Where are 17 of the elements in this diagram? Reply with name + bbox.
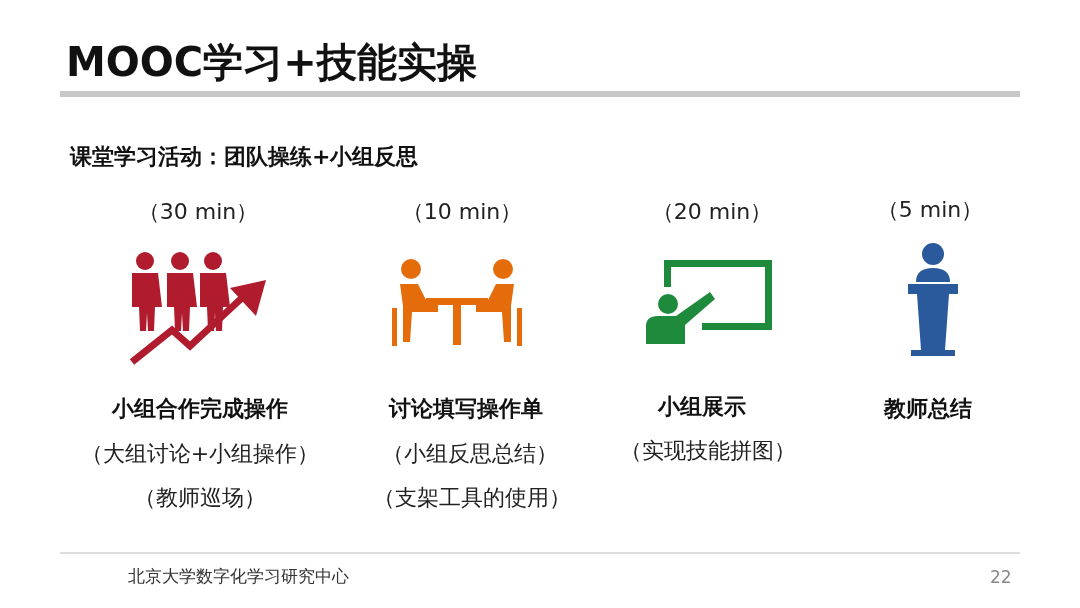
page-number: 22 <box>990 567 1012 588</box>
activity-heading: 讨论填写操作单 <box>389 396 543 423</box>
activity-note: （小组反思总结） <box>382 441 558 468</box>
activity-note: （大组讨论+小组操作） <box>80 441 320 468</box>
activity-note: （教师巡场） <box>134 485 266 512</box>
duration-label: （20 min） <box>651 199 773 226</box>
duration-label: （30 min） <box>137 199 259 226</box>
activity-note: （支架工具的使用） <box>373 485 571 512</box>
activity-heading: 教师总结 <box>884 396 972 423</box>
activity-heading: 小组展示 <box>658 394 746 421</box>
slide-title: MOOC学习+技能实操 <box>66 38 477 86</box>
activity-heading: 小组合作完成操作 <box>112 396 288 423</box>
duration-label: （5 min） <box>876 197 984 224</box>
activity-note: （实现技能拼图） <box>620 438 796 465</box>
subtitle: 课堂学习活动：团队操练+小组反思 <box>70 144 419 171</box>
duration-label: （10 min） <box>401 199 523 226</box>
footer-text: 北京大学数字化学习研究中心 <box>128 566 349 587</box>
